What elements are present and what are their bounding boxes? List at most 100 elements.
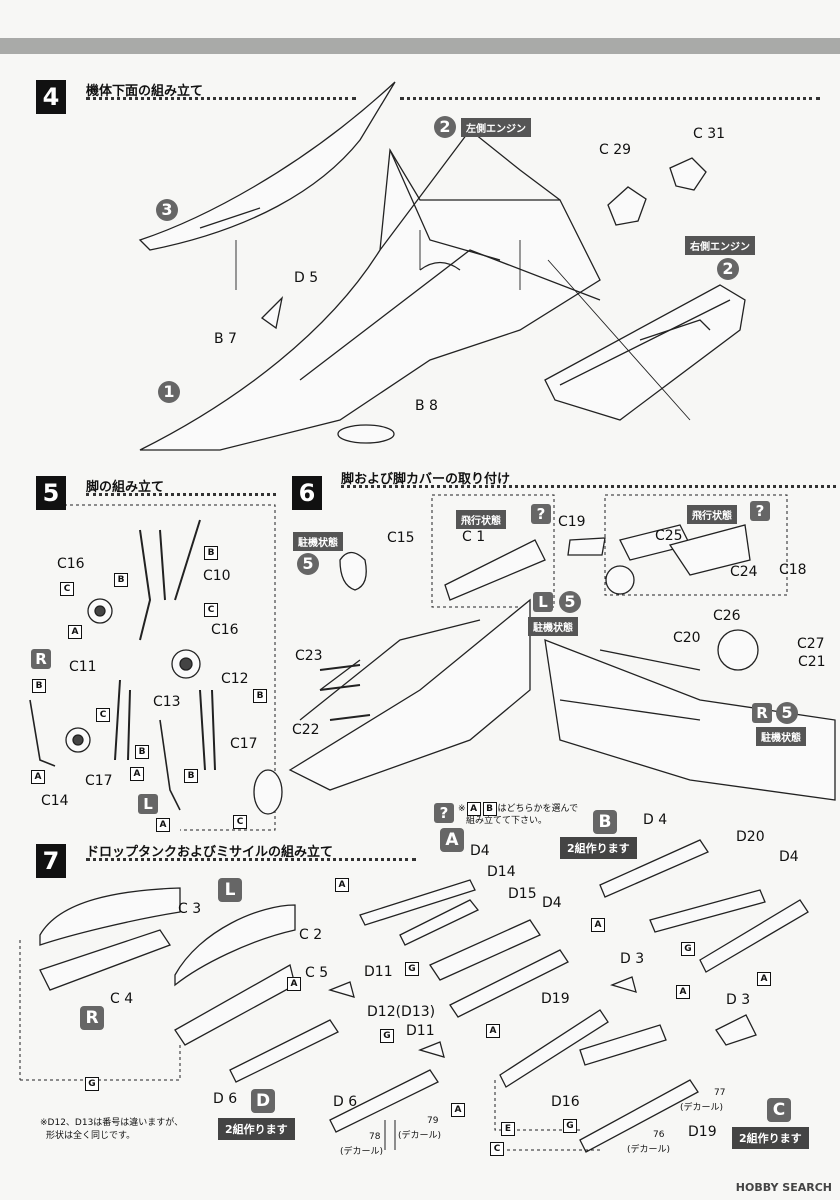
part-d4-b: D 4: [643, 812, 668, 828]
choice-mark-left: ?: [531, 504, 551, 524]
mark-a-b2: A: [757, 972, 771, 986]
part-b7: B 7: [214, 331, 237, 347]
part-c10: C10: [203, 568, 231, 584]
mark-a-b: A: [591, 918, 605, 932]
mark-c-mid: C: [96, 708, 110, 722]
part-c20: C20: [673, 630, 701, 646]
part-d5: D 5: [294, 270, 319, 286]
step-5-divider: [86, 493, 276, 496]
subassembly-2-right: 2: [717, 258, 739, 280]
step-4-divider-right: [400, 97, 820, 100]
part-c24: C24: [730, 564, 758, 580]
part-c18: C18: [779, 562, 807, 578]
part-c16-b: C16: [211, 622, 239, 638]
decal-label-76: (デカール): [627, 1145, 671, 1155]
variant-r-step6: R: [752, 703, 772, 723]
parked-state-tag-right: 駐機状態: [756, 727, 806, 746]
d12-d13-note-line1: ※D12、D13は番号は違いますが、: [40, 1118, 184, 1128]
right-engine-tag: 右側エンジン: [685, 236, 755, 255]
variant-r-tank: R: [80, 1006, 104, 1030]
flight-state-tag-right: 飛行状態: [687, 505, 737, 524]
part-c26: C26: [713, 608, 741, 624]
mark-b-top: B: [204, 546, 218, 560]
mark-a-c: A: [676, 985, 690, 999]
part-d11-b: D11: [406, 1023, 435, 1039]
subassembly-2-left: 2: [434, 116, 456, 138]
mark-g-b: G: [681, 942, 695, 956]
part-c27: C27: [797, 636, 825, 652]
mark-a-mid: A: [130, 767, 144, 781]
part-c2: C 2: [299, 927, 323, 943]
subassembly-1: 1: [158, 381, 180, 403]
section-d: D: [251, 1089, 275, 1113]
part-c5: C 5: [305, 965, 329, 981]
parked-state-tag-mid: 駐機状態: [528, 617, 578, 636]
part-c16-a: C16: [57, 556, 85, 572]
part-d20: D20: [736, 829, 765, 845]
decal-label-79: (デカール): [398, 1131, 442, 1141]
flight-state-tag-left: 飛行状態: [456, 510, 506, 529]
part-c29: C 29: [599, 142, 632, 158]
variant-l-tank: L: [218, 878, 242, 902]
step-6-divider: [341, 485, 836, 488]
section-b: B: [593, 810, 617, 834]
part-d11-a: D11: [364, 964, 393, 980]
step-ref-5-right: 5: [776, 702, 798, 724]
part-d19-a: D19: [541, 991, 570, 1007]
section-a: A: [440, 828, 464, 852]
step-4-number: 4: [36, 80, 66, 114]
mark-b: B: [114, 573, 128, 587]
decal-76: 76: [653, 1130, 665, 1140]
part-d3-b: D 3: [726, 992, 751, 1008]
top-bar: [0, 38, 840, 54]
decal-79: 79: [427, 1116, 439, 1126]
make-two-b: 2組作ります: [560, 837, 637, 859]
mark-g-d: G: [380, 1029, 394, 1043]
step-4-title: 機体下面の組み立て: [86, 84, 204, 99]
part-c15: C15: [387, 530, 415, 546]
d12-d13-note-line2: 形状は全く同じです。: [46, 1131, 136, 1141]
part-c19: C19: [558, 514, 586, 530]
make-two-d: 2組作ります: [218, 1118, 295, 1140]
mark-a-bottom: A: [156, 818, 170, 832]
mark-a-step7: A: [335, 878, 349, 892]
step-5-number: 5: [36, 476, 66, 510]
mark-b-left: B: [32, 679, 46, 693]
mark-a: A: [68, 625, 82, 639]
part-c12: C12: [221, 671, 249, 687]
mark-a-left: A: [31, 770, 45, 784]
part-d4-a: D4: [470, 843, 490, 859]
step-4-divider: [86, 97, 356, 100]
step-ref-5-left: 5: [297, 553, 319, 575]
step-6-title: 脚および脚カバーの取り付け: [341, 472, 511, 487]
choice-note-line2: 組み立てて下さい。: [466, 816, 548, 826]
part-d15: D15: [508, 886, 537, 902]
step-6-number: 6: [292, 476, 322, 510]
part-c31: C 31: [693, 126, 726, 142]
mark-c-c: C: [490, 1142, 504, 1156]
variant-r: R: [31, 649, 51, 669]
part-b8: B 8: [415, 398, 438, 414]
choice-note-mark: ?: [434, 803, 454, 823]
part-c22: C22: [292, 722, 320, 738]
step-7-title: ドロップタンクおよびミサイルの組み立て: [86, 845, 334, 860]
mark-c-right: C: [204, 603, 218, 617]
decal-label-78: (デカール): [340, 1147, 384, 1157]
make-two-c: 2組作ります: [732, 1127, 809, 1149]
mark-b-right: B: [253, 689, 267, 703]
part-c17-b: C17: [230, 736, 258, 752]
part-c13: C13: [153, 694, 181, 710]
part-c25: C25: [655, 528, 683, 544]
part-c3: C 3: [178, 901, 202, 917]
section-c: C: [767, 1098, 791, 1122]
mark-a-step7-b: A: [486, 1024, 500, 1038]
mark-g-c: G: [563, 1119, 577, 1133]
step-7-divider: [86, 858, 416, 861]
part-d16: D16: [551, 1094, 580, 1110]
step-7-number: 7: [36, 844, 66, 878]
part-c23: C23: [295, 648, 323, 664]
part-c14: C14: [41, 793, 69, 809]
decal-78: 78: [369, 1132, 381, 1142]
